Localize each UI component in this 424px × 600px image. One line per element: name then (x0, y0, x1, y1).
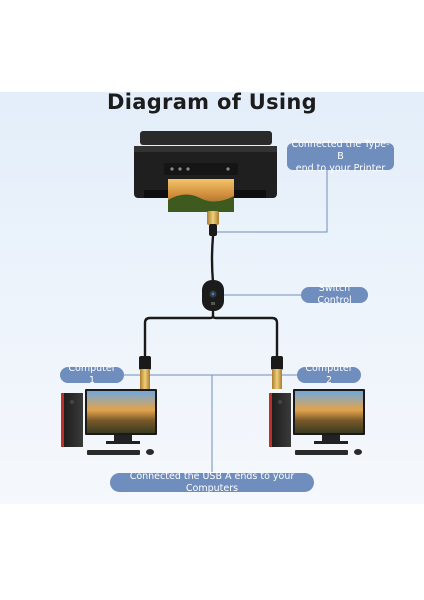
usb-a-connector-left (139, 356, 151, 389)
callout-printer-line2: end to your Printer (295, 162, 386, 174)
computer-2-icon (269, 389, 365, 455)
usb-cable (143, 234, 279, 358)
callout-computer-1: Computer 1 (60, 363, 124, 386)
printer-icon (134, 131, 277, 212)
computer-1-icon (61, 389, 157, 455)
computer-tower-icon (61, 393, 83, 447)
keyboard-icon (295, 450, 348, 455)
keyboard-icon (87, 450, 140, 455)
leader-lines (124, 166, 328, 473)
diagram-title: Diagram of Using (107, 90, 317, 114)
callout-computer-2: Computer 2 (297, 363, 361, 386)
computer-tower-icon (269, 393, 291, 447)
mouse-icon (354, 449, 362, 455)
mouse-icon (146, 449, 154, 455)
usb-a-connector-right (271, 356, 283, 389)
callout-usb-a-ends: Connected the USB A ends to your Compute… (110, 471, 314, 494)
switch-control-box-icon (202, 280, 224, 311)
callout-printer-type-b: Connected the Type-B end to your Printer (287, 139, 394, 174)
callout-printer-line1: Connected the Type-B (291, 138, 390, 162)
callout-switch-control: Switch Control (301, 283, 368, 306)
usb-b-connector-icon (207, 211, 219, 236)
leader-printer (212, 166, 328, 233)
